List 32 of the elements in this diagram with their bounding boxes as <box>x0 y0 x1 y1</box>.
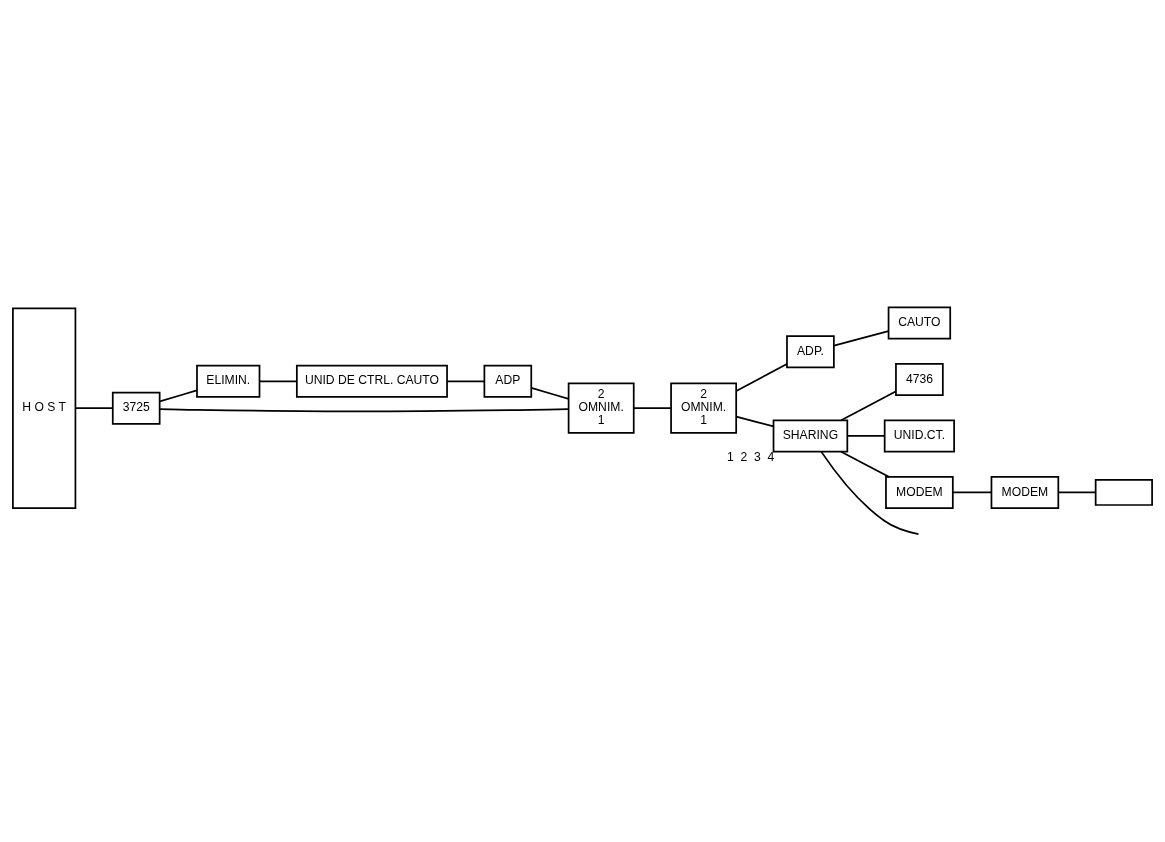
node-box: UNID DE CTRL. CAUTO <box>295 364 448 398</box>
node-box: ADP <box>483 364 533 398</box>
node-box: 2 OMNIM. 1 <box>670 382 738 434</box>
connector <box>833 330 890 347</box>
connector <box>258 380 298 383</box>
node-box: ADP. <box>786 335 835 369</box>
node-box: MODEM <box>885 475 954 509</box>
connector <box>158 408 570 413</box>
node-box: UNID.CT. <box>883 419 955 453</box>
connector <box>446 380 485 383</box>
connector <box>846 435 886 437</box>
connector <box>1057 491 1097 494</box>
connector <box>840 390 897 422</box>
connector <box>840 450 890 478</box>
node-box: 3725 <box>111 391 161 425</box>
connector <box>952 491 993 494</box>
node-label: 1 2 3 4 <box>726 450 775 465</box>
node-box: H O S T <box>12 307 77 509</box>
connector <box>633 407 672 410</box>
node-box: 4736 <box>895 363 944 397</box>
connector <box>735 363 788 392</box>
connector <box>820 451 920 535</box>
node-box: ELIMIN. <box>196 364 261 398</box>
node-box: SHARING <box>772 419 849 453</box>
node-box: 2 OMNIM. 1 <box>567 382 635 434</box>
node-box <box>1094 478 1153 506</box>
connector <box>530 387 570 400</box>
connector <box>735 415 775 428</box>
connector <box>159 389 198 403</box>
node-box: MODEM <box>990 475 1060 509</box>
node-box: CAUTO <box>887 306 952 340</box>
connector <box>74 407 114 410</box>
